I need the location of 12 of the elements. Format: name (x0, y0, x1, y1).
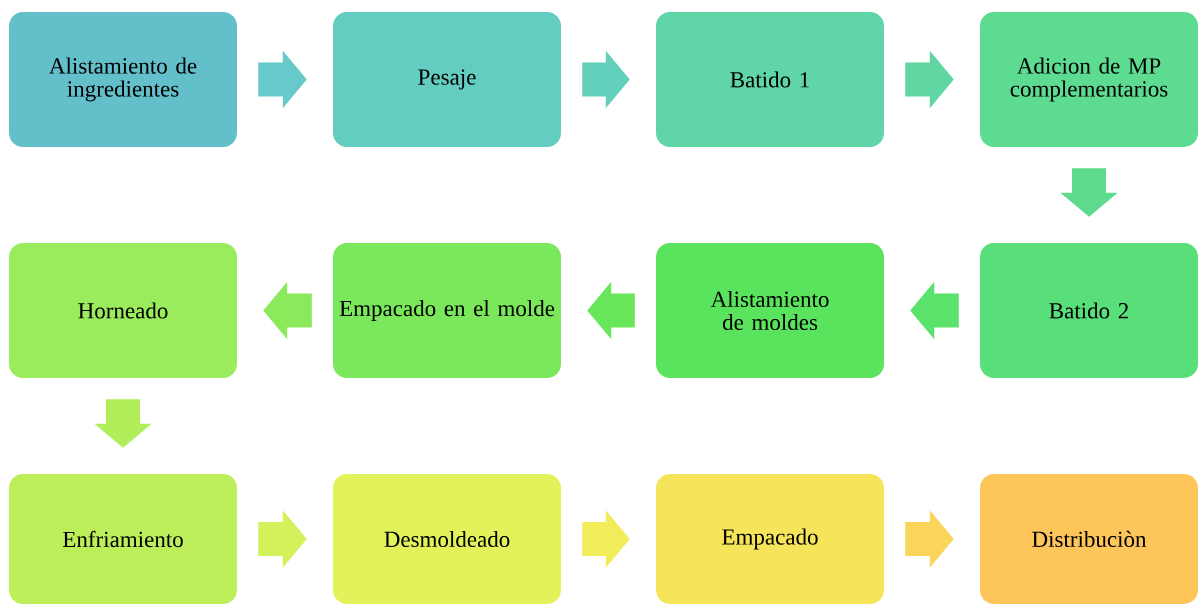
process-box: Pesaje (333, 12, 561, 147)
process-box: Alistamiento de moldes (656, 243, 884, 378)
process-box: Distribuciòn (980, 474, 1198, 604)
process-box: Desmoldeado (333, 474, 561, 604)
process-box: Batido 1 (656, 12, 884, 147)
process-box: Adicion de MP complementarios (980, 12, 1198, 147)
process-box: Empacado en el molde (333, 243, 561, 378)
process-box: Empacado (656, 474, 884, 604)
process-box: Alistamiento de ingredientes (9, 12, 237, 147)
process-box: Horneado (9, 243, 237, 378)
process-box: Enfriamiento (9, 474, 237, 604)
process-box: Batido 2 (980, 243, 1198, 378)
